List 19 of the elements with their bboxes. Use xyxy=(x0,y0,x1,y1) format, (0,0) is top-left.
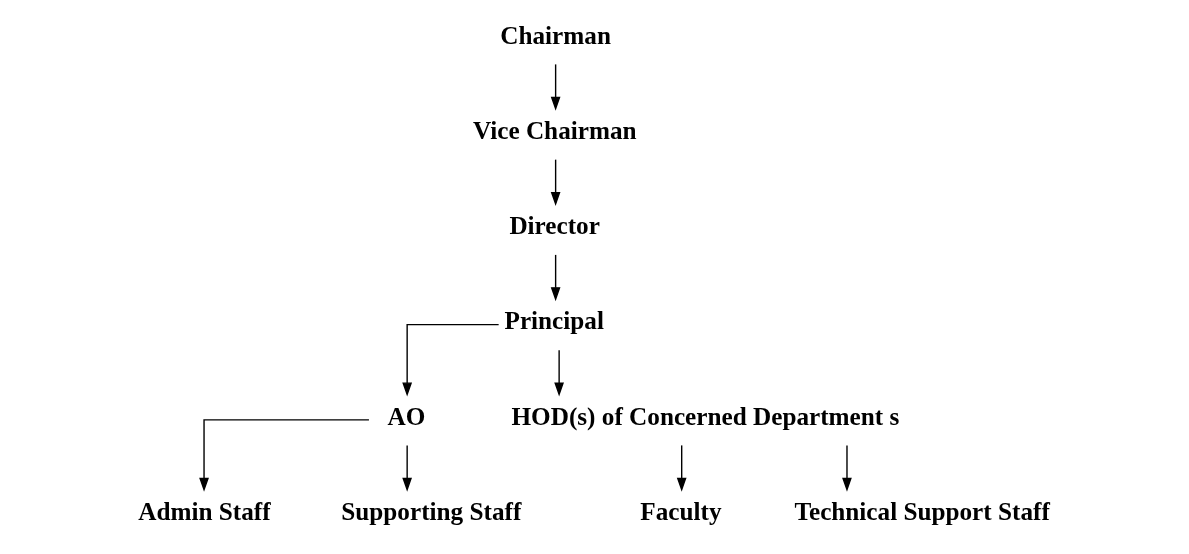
node-text: Supporting Staff xyxy=(341,497,522,525)
node-text: Chairman xyxy=(500,21,611,49)
arrow xyxy=(676,444,687,492)
node-text: Director xyxy=(509,212,600,240)
node-text: Faculty xyxy=(640,497,722,525)
node-text: AO xyxy=(387,402,426,430)
node-text: Principal xyxy=(504,307,604,335)
arrow xyxy=(550,254,561,302)
arrow xyxy=(402,323,500,397)
node-text: Admin Staff xyxy=(138,497,271,525)
arrow xyxy=(842,444,852,492)
arrow xyxy=(402,444,413,492)
arrow xyxy=(554,349,565,397)
arrow xyxy=(199,419,370,492)
node-text: Technical Support Staff xyxy=(794,497,1050,525)
arrow xyxy=(550,63,561,111)
node-text: HOD(s) of Concerned Department s xyxy=(511,402,900,430)
arrow xyxy=(550,158,561,206)
node-text: Vice Chairman xyxy=(472,116,637,144)
